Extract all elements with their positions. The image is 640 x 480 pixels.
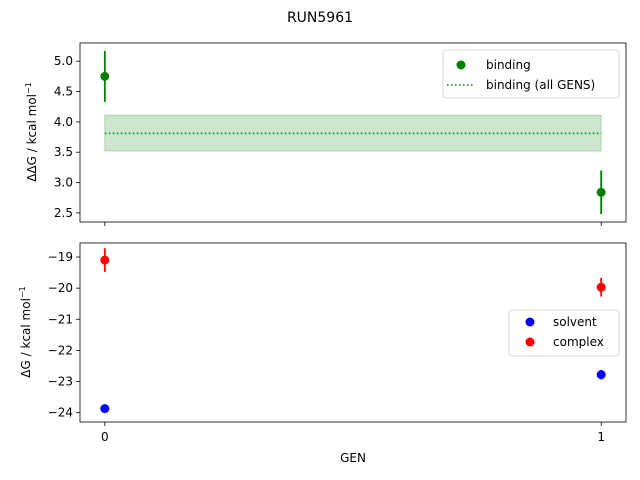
y-tick-label: 2.5 bbox=[54, 206, 73, 220]
complex-point bbox=[100, 255, 110, 265]
binding-legend: binding binding (all GENS) bbox=[442, 49, 620, 99]
y-tick-label: 3.5 bbox=[54, 145, 73, 159]
x-tick-label: 0 bbox=[101, 430, 109, 444]
solvent-point bbox=[100, 404, 110, 414]
legend-marker-binding bbox=[456, 60, 466, 70]
binding-point bbox=[100, 71, 110, 81]
binding-point bbox=[596, 187, 606, 197]
complex-point bbox=[596, 282, 606, 292]
binding-panel-frame bbox=[79, 42, 627, 223]
solvent-point bbox=[596, 370, 606, 380]
legend-label-solvent: solvent bbox=[553, 315, 597, 329]
dg-panel-frame bbox=[79, 242, 627, 423]
y-tick-label: −19 bbox=[48, 250, 73, 264]
binding-panel-ylabel: ΔΔG / kcal mol−1 bbox=[24, 82, 39, 182]
x-tick-label: 1 bbox=[597, 430, 605, 444]
y-tick-label: −24 bbox=[48, 406, 73, 420]
legend-label-binding-all: binding (all GENS) bbox=[486, 78, 595, 92]
y-tick-label: 3.0 bbox=[54, 176, 73, 190]
x-axis-label: GEN bbox=[340, 451, 366, 465]
legend-marker-solvent bbox=[525, 317, 535, 327]
y-tick-label: 4.5 bbox=[54, 85, 73, 99]
dg-panel-ylabel: ΔG / kcal mol−1 bbox=[18, 286, 33, 377]
figure-title: RUN5961 bbox=[287, 10, 353, 26]
y-tick-label: 5.0 bbox=[54, 54, 73, 68]
y-tick-label: −22 bbox=[48, 343, 73, 357]
y-tick-label: −20 bbox=[48, 281, 73, 295]
legend-label-complex: complex bbox=[553, 335, 604, 349]
y-tick-label: −21 bbox=[48, 312, 73, 326]
legend-label-binding: binding bbox=[486, 58, 531, 72]
y-tick-label: −23 bbox=[48, 375, 73, 389]
dg-panel: −24 −23 −22 −21 −20 −19 0 1 ΔG / kcal mol−1 GE… bbox=[18, 242, 627, 465]
dg-legend: solvent complex bbox=[508, 309, 620, 357]
binding-panel: 2.5 3.0 3.5 4.0 4.5 5.0 ΔΔG / kcal mol−1 bind… bbox=[24, 42, 627, 226]
legend-marker-complex bbox=[525, 337, 535, 347]
binding-legend-frame bbox=[442, 49, 620, 99]
y-tick-label: 4.0 bbox=[54, 115, 73, 129]
dg-legend-frame bbox=[508, 309, 620, 357]
